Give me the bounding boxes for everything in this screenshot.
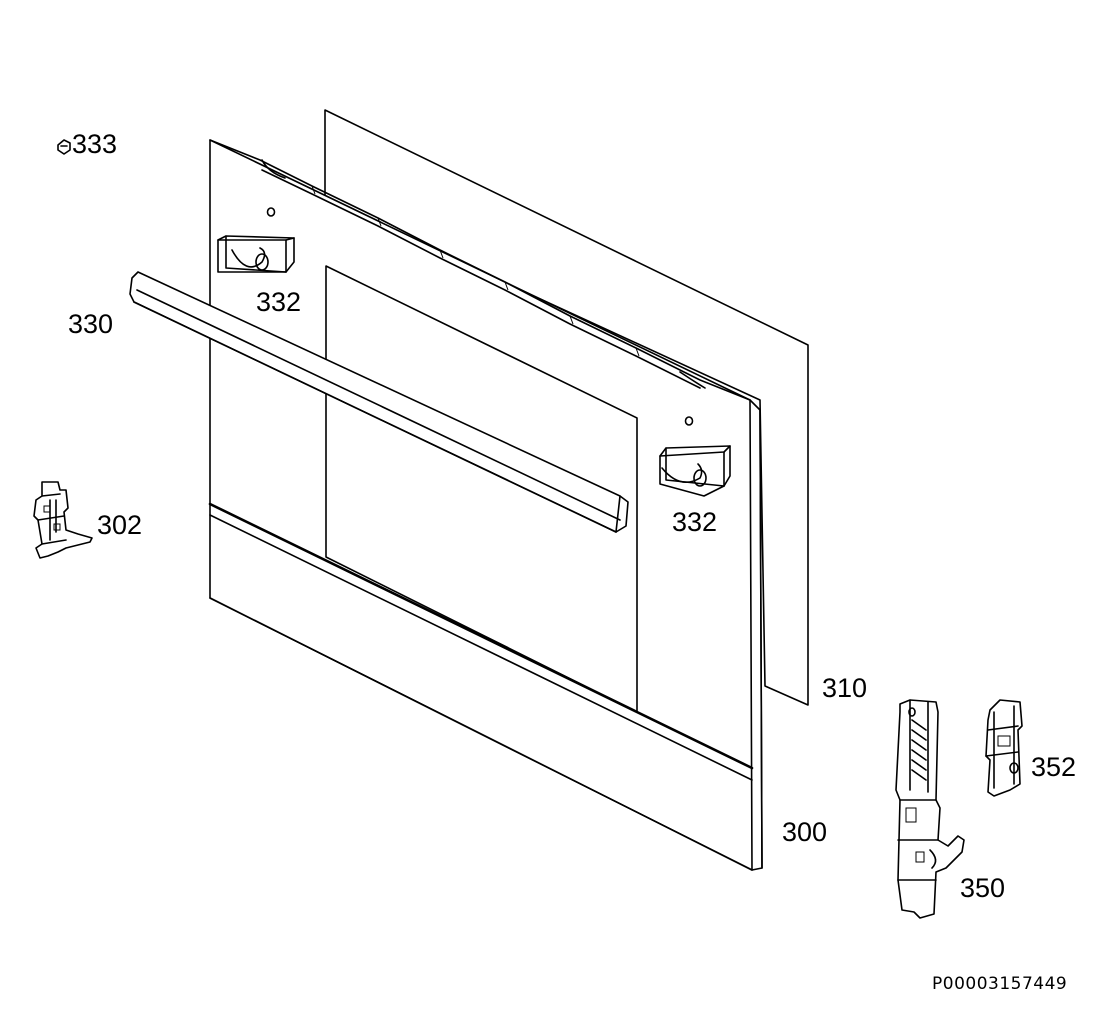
reference-code: P00003157449 — [932, 974, 1068, 994]
hinge-bracket-small — [985, 699, 1023, 797]
handle-support-left — [217, 235, 295, 273]
part-label-332-left: 332 — [256, 287, 302, 317]
part-label-310: 310 — [822, 673, 868, 703]
door-outer-panel — [208, 139, 763, 871]
hinge-receiver — [33, 481, 93, 559]
part-label-352: 352 — [1031, 752, 1077, 782]
part-label-302: 302 — [97, 510, 143, 540]
screw — [57, 139, 71, 155]
door-handle — [129, 271, 629, 533]
part-label-300: 300 — [782, 817, 828, 847]
part-label-332-right: 332 — [672, 507, 718, 537]
handle-support-right — [659, 445, 731, 497]
door-hinge — [895, 699, 965, 919]
part-label-350: 350 — [960, 873, 1006, 903]
part-label-333: 333 — [72, 129, 118, 159]
part-label-330: 330 — [68, 309, 114, 339]
